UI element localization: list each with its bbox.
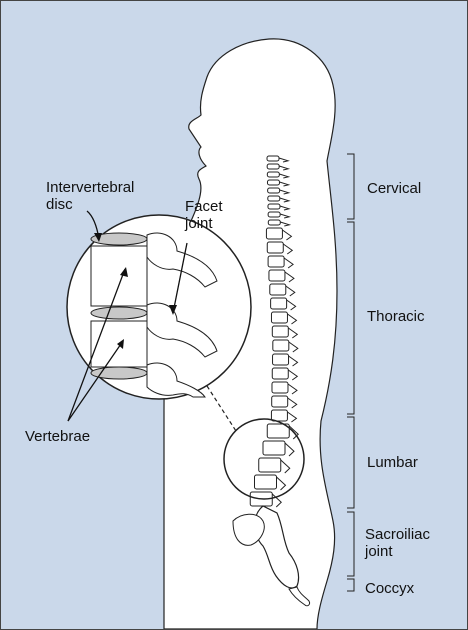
- label-cervical: Cervical: [367, 180, 421, 197]
- label-vertebrae: Vertebrae: [25, 428, 90, 445]
- label-sacroiliac-joint: Sacroiliac joint: [365, 526, 430, 560]
- vertebra-body: [268, 256, 284, 267]
- vertebra-body: [268, 220, 280, 225]
- vertebra-body: [272, 396, 288, 407]
- label-lumbar: Lumbar: [367, 454, 418, 471]
- label-facet-joint: Facet joint: [185, 198, 223, 232]
- magnified-view: [67, 215, 251, 399]
- vertebra-body: [268, 188, 280, 193]
- vertebra-body: [267, 156, 279, 161]
- vertebra-body: [268, 212, 280, 217]
- bracket-coccyx: [347, 579, 354, 591]
- label-intervertebral-disc: Intervertebral disc: [46, 179, 134, 213]
- vertebra-body: [270, 284, 286, 295]
- vertebra-body: [267, 172, 279, 177]
- label-coccyx: Coccyx: [365, 580, 414, 597]
- vertebra-body: [266, 228, 282, 239]
- vertebra-body: [271, 410, 287, 421]
- vertebra-body: [268, 196, 280, 201]
- bracket-lumbar: [347, 417, 354, 508]
- intervertebral-disc: [91, 307, 147, 319]
- vertebra-body: [267, 180, 279, 185]
- vertebra-body: [273, 340, 289, 351]
- bracket-thoracic: [347, 222, 354, 414]
- vertebra-body: [267, 242, 283, 253]
- vertebra-body: [268, 204, 280, 209]
- intervertebral-disc: [91, 367, 147, 379]
- vertebra-body: [269, 270, 285, 281]
- vertebra-body-magnified: [91, 246, 147, 306]
- vertebra-body: [272, 326, 288, 337]
- label-thoracic: Thoracic: [367, 308, 425, 325]
- bracket-sacroiliac: [347, 512, 354, 576]
- region-brackets: [347, 154, 354, 591]
- bracket-cervical: [347, 154, 354, 219]
- vertebra-body: [272, 382, 288, 393]
- vertebra-body: [263, 441, 285, 455]
- vertebra-body: [271, 298, 287, 309]
- vertebra-body: [259, 458, 281, 472]
- vertebra-body: [267, 164, 279, 169]
- vertebra-body: [272, 368, 288, 379]
- vertebra-body: [255, 475, 277, 489]
- vertebra-body: [271, 312, 287, 323]
- vertebra-body: [273, 354, 289, 365]
